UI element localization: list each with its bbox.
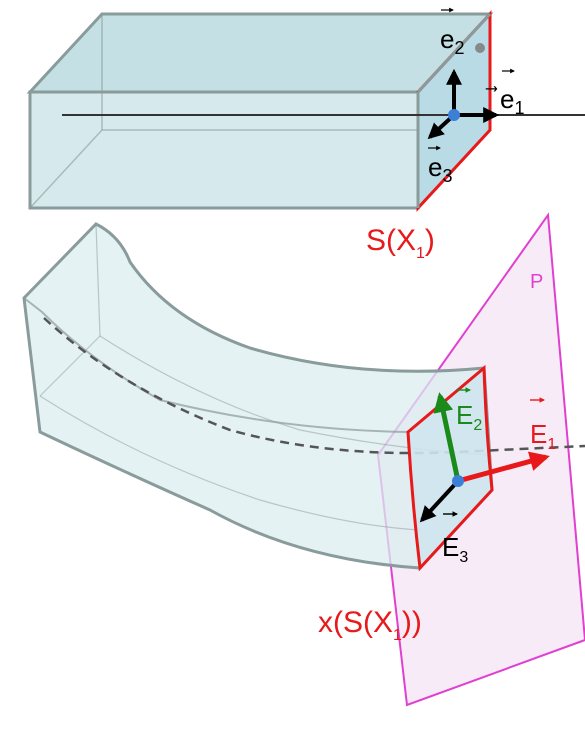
deformed-point	[452, 475, 464, 487]
e2-label: e2	[440, 7, 464, 58]
reference-section-label: S(X1)	[366, 224, 435, 262]
E1-label: E1	[530, 397, 556, 453]
E2-arrow	[433, 392, 461, 482]
beam-top-face	[26, 12, 494, 94]
beam-front-face	[28, 90, 420, 210]
plane-label: P	[530, 271, 543, 293]
E3-arrow	[419, 479, 460, 523]
E3-label: E3	[442, 511, 468, 566]
e3-label: e3	[428, 145, 452, 186]
svg-text:E3: E3	[442, 532, 468, 566]
svg-text:e3: e3	[428, 152, 452, 186]
deformed-beam: P E1 E2 E3 x(S(X1)	[22, 212, 585, 707]
E2-label: E2	[456, 387, 482, 434]
svg-text:E1: E1	[530, 419, 556, 453]
reference-beam: ⃗ e1 e2 e3 S(X1)	[26, 7, 585, 262]
e2-out-of-plane-dot	[475, 43, 485, 53]
E1-arrow	[457, 451, 550, 484]
svg-text:e2: e2	[440, 24, 464, 58]
deformed-section-label: x(S(X1))	[318, 606, 422, 644]
svg-text:e1: e1	[500, 84, 524, 118]
deformed-axis	[43, 317, 585, 455]
svg-text:E2: E2	[456, 400, 482, 434]
reference-point	[448, 109, 460, 121]
